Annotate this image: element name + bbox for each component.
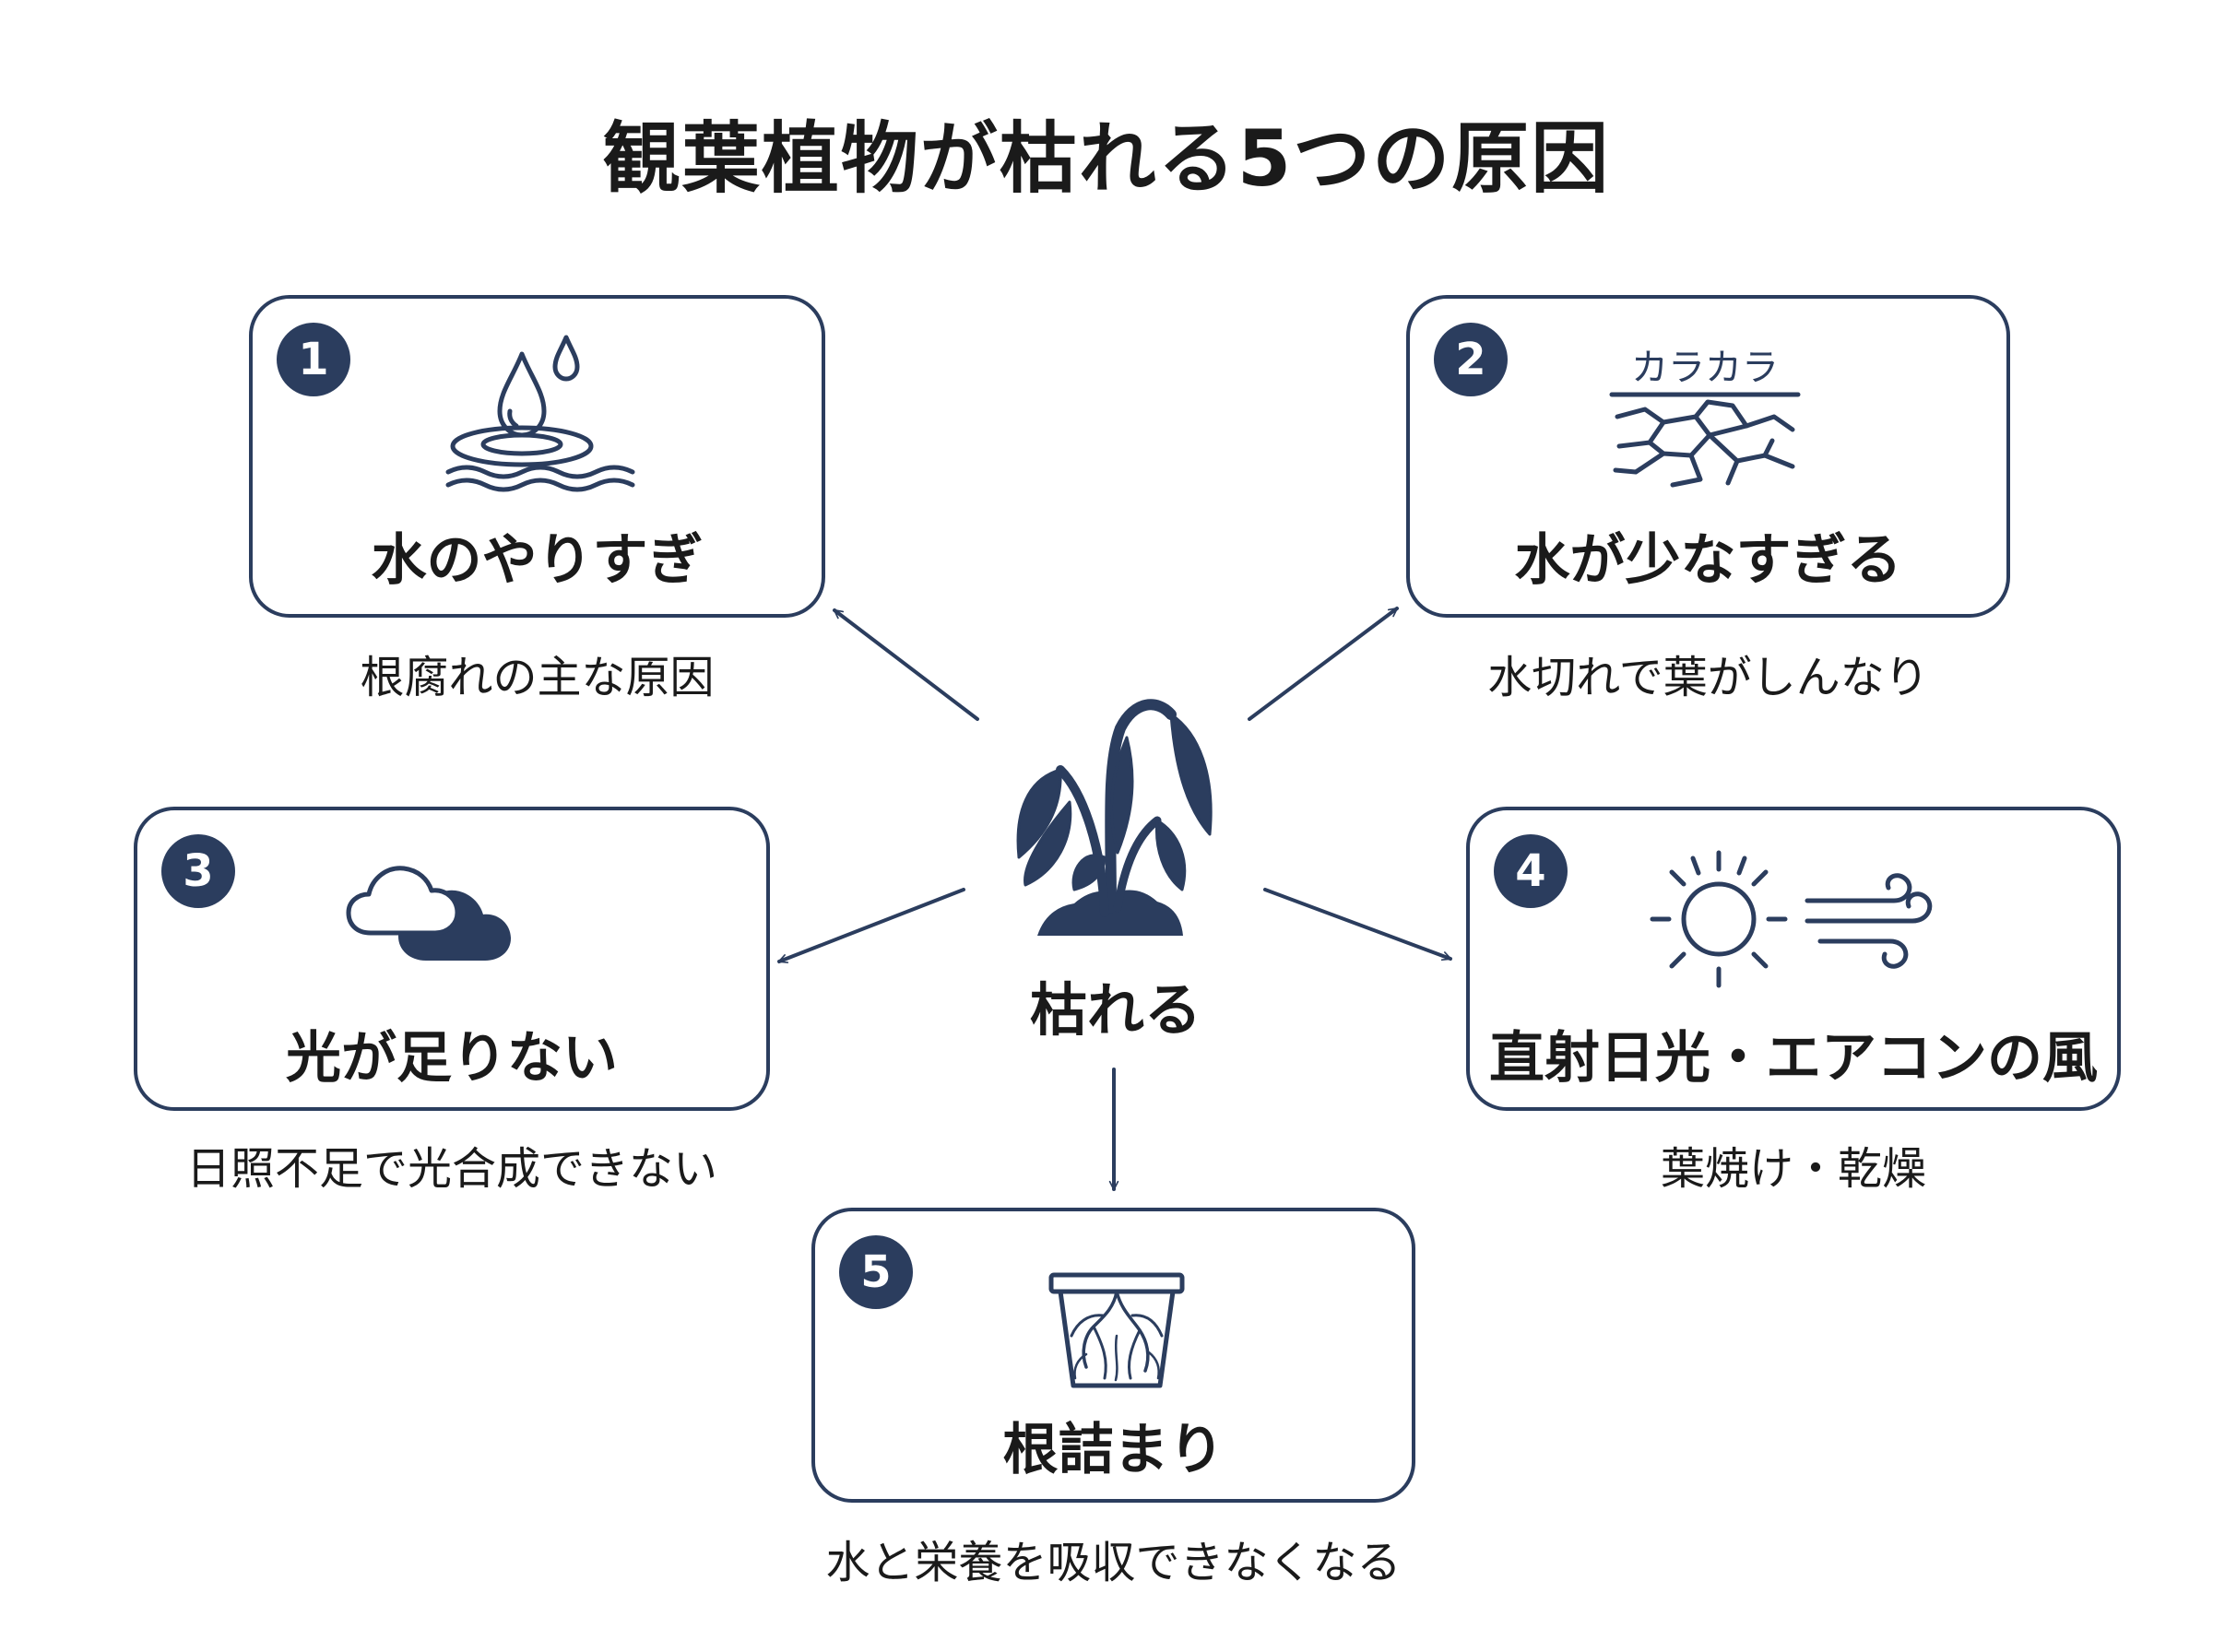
sun-wind-icon [1650,850,1933,988]
cause-label: 水が少なすぎる [1514,528,1902,593]
cause-caption-2: 水切れで葉がしんなり [1487,652,1929,703]
cause-card-1: 1 水のやりすぎ [249,295,825,618]
arrow-to-cause-3 [777,888,965,963]
cause-number-badge: 3 [161,834,235,908]
cause-number-badge: 1 [277,323,350,396]
cause-card-4: 4 直射日光・エアコンの風 [1466,807,2121,1111]
arrow-to-cause-4 [1263,888,1452,962]
root-bound-pot-icon [1048,1272,1185,1388]
cracked-soil-icon [1609,392,1801,488]
cause-label: 直射日光・エアコンの風 [1489,1026,2098,1091]
cause-label: 根詰まり [1002,1418,1225,1482]
cause-card-2: 2 カラカラ 水が少なすぎる [1406,295,2010,618]
cause-label: 光が足りない [286,1026,618,1091]
cause-caption-5: 水と栄養を吸収できなくなる [825,1537,1402,1588]
cloud-icon [346,866,511,961]
center-label: 枯れる [1029,976,1201,1044]
cause-number-badge: 5 [839,1235,913,1309]
icon-text-karakara: カラカラ [1631,347,1779,389]
cause-card-5: 5 根詰まり [811,1208,1415,1503]
cause-label: 水のやりすぎ [371,528,704,593]
cause-number-badge: 4 [1494,834,1568,908]
arrow-to-cause-1 [833,608,979,721]
cause-number-badge: 2 [1434,323,1508,396]
cause-caption-3: 日照不足で光合成できない [185,1143,717,1195]
cause-card-3: 3 光が足りない [134,807,770,1111]
cause-caption-4: 葉焼け・乾燥 [1660,1143,1926,1195]
arrow-to-cause-2 [1248,607,1399,721]
water-drop-icon [445,335,635,492]
wilted-plant-icon [1016,699,1213,936]
page-title: 観葉植物が枯れる5つの原因 [602,113,1611,204]
cause-caption-1: 根腐れの主な原因 [360,652,715,703]
